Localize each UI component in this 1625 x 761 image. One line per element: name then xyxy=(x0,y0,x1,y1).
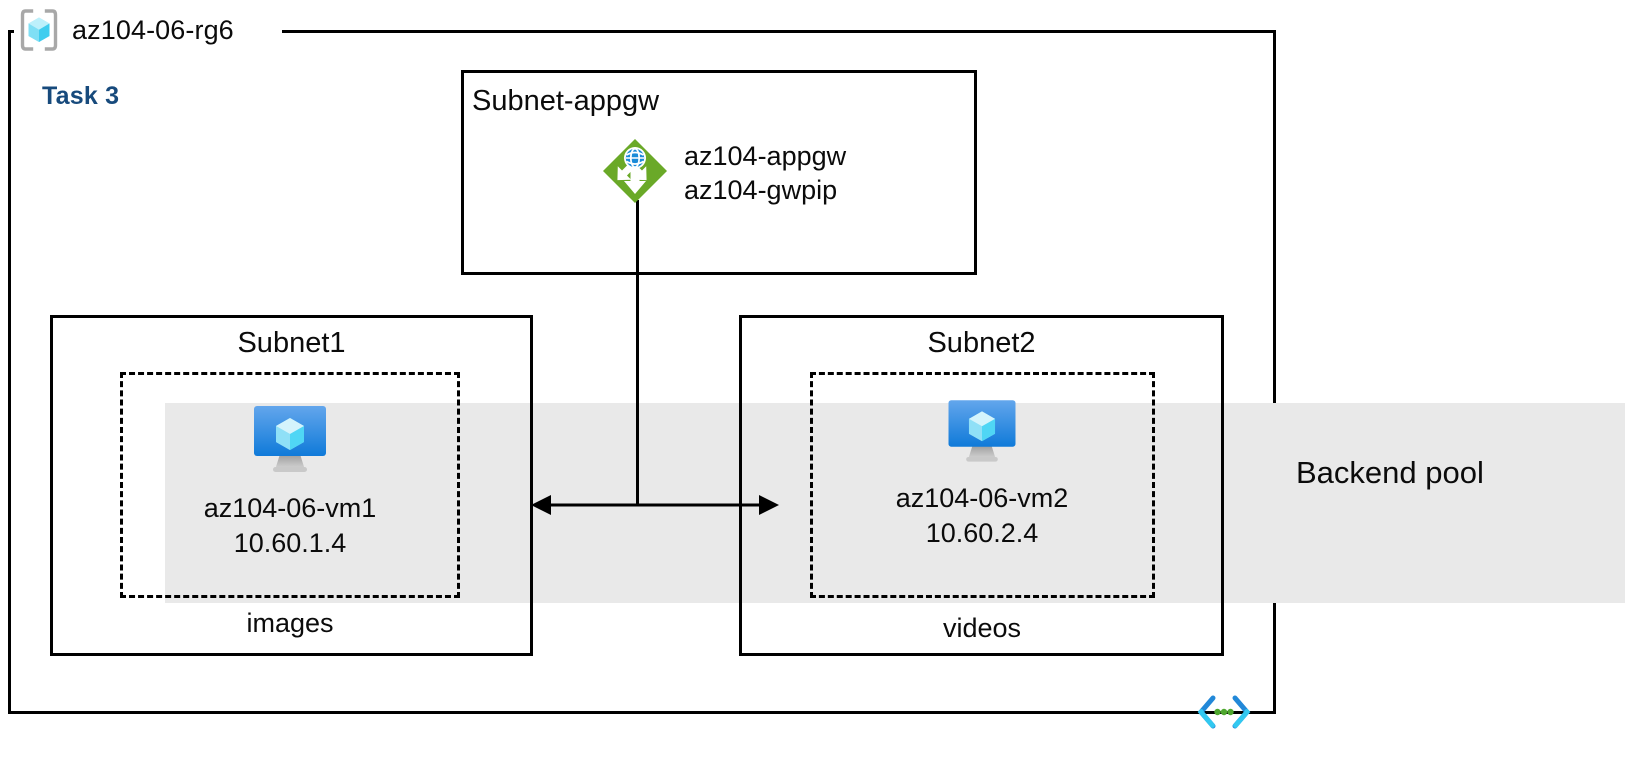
virtual-machine-icon xyxy=(120,398,460,483)
subnet1-content-label: images xyxy=(246,608,334,638)
subnet1-vm-group xyxy=(120,372,460,598)
application-gateway-labels: az104-appgw az104-gwpip xyxy=(684,140,846,207)
appgw-resource-name: az104-appgw xyxy=(684,141,847,172)
appgw-publicip-name: az104-gwpip xyxy=(684,174,838,205)
virtual-machine-icon xyxy=(812,392,1152,473)
subnet2-vm-group xyxy=(810,372,1155,598)
subnet2-content-label: videos xyxy=(942,613,1022,643)
application-gateway-icon xyxy=(600,136,670,211)
vm2-name: az104-06-vm2 xyxy=(895,483,1069,513)
backend-pool-band xyxy=(165,403,1625,603)
task-label: Task 3 xyxy=(42,82,120,110)
vm2-ip: 10.60.2.4 xyxy=(925,517,1039,548)
backend-connection-arrow xyxy=(525,488,785,527)
resource-group-frame xyxy=(8,30,1276,714)
subnet-appgw-title: Subnet-appgw xyxy=(472,85,660,117)
application-gateway-node: az104-appgw az104-gwpip xyxy=(600,136,846,211)
gateway-connector-line xyxy=(636,200,639,506)
resource-group-title-gap xyxy=(14,18,282,44)
subnet2-box xyxy=(739,315,1224,656)
resource-group-cube-icon xyxy=(18,9,60,51)
vm1-ip: 10.60.1.4 xyxy=(233,527,347,558)
vm1-name: az104-06-vm1 xyxy=(203,493,377,523)
subnet2-title: Subnet2 xyxy=(927,327,1036,359)
resource-group-header: az104-06-rg6 xyxy=(18,6,234,54)
resource-group-name: az104-06-rg6 xyxy=(72,14,234,45)
subnet1-box xyxy=(50,315,533,656)
subnet1-title: Subnet1 xyxy=(237,327,346,359)
vm2-node: az104-06-vm2 10.60.2.4 xyxy=(812,392,1152,550)
backend-pool-label: Backend pool xyxy=(1296,455,1484,490)
code-brackets-icon xyxy=(1196,692,1252,737)
subnet-appgw-box xyxy=(461,70,977,275)
vm1-node: az104-06-vm1 10.60.1.4 xyxy=(120,398,460,560)
